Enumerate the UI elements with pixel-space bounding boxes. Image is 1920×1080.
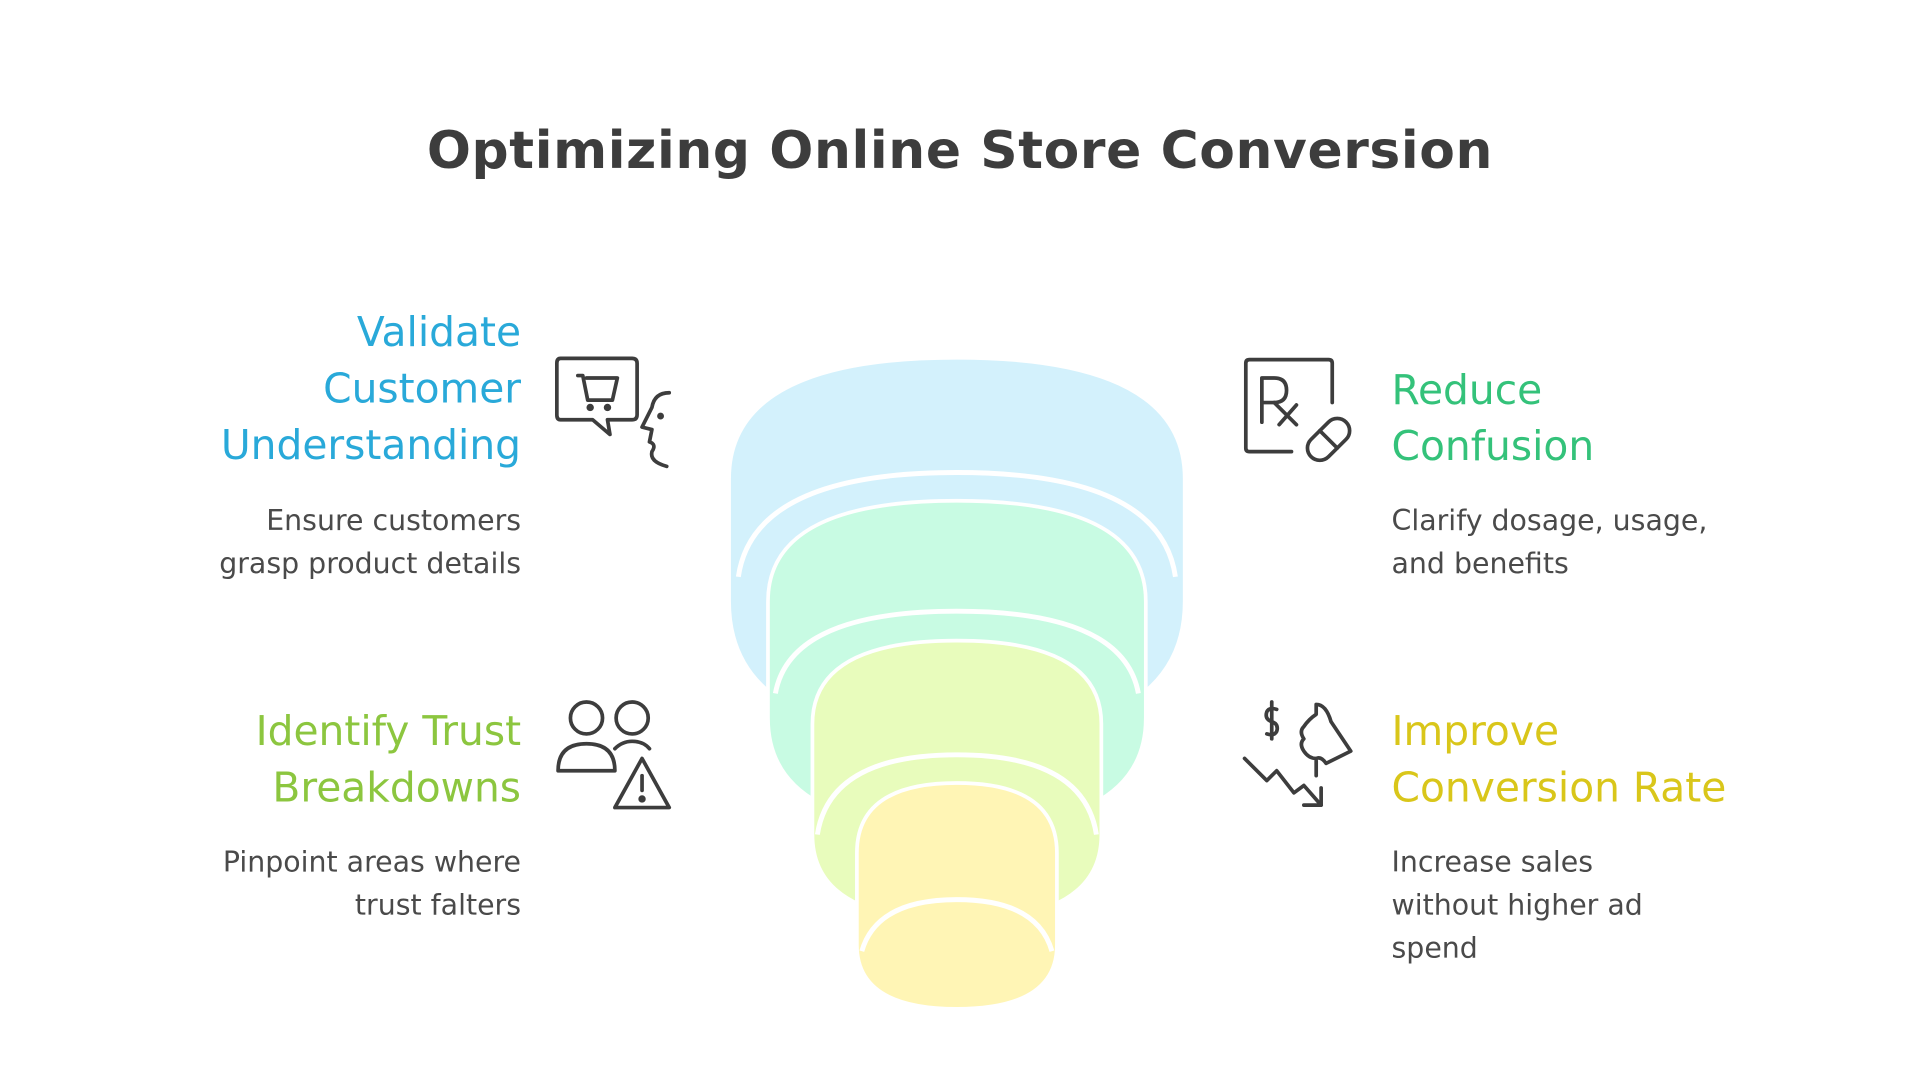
shopping-cart-speech-icon (553, 353, 676, 476)
description-line: trust falters (354, 889, 522, 922)
description-line: Increase sales (1391, 846, 1594, 879)
item-3-heading: Identify Trust Breakdowns (74, 703, 521, 816)
heading-line: Confusion (1391, 422, 1595, 471)
description-line: and benefits (1391, 548, 1569, 581)
description-line: spend (1391, 932, 1478, 965)
description-line: without higher ad (1391, 889, 1643, 922)
users-warning-icon (553, 695, 676, 818)
item-1-description: Ensure customers grasp product details (99, 501, 521, 587)
heading-line: Conversion Rate (1391, 763, 1727, 812)
heading-line: Validate (356, 308, 522, 356)
description-line: Pinpoint areas where (222, 846, 522, 879)
item-2-heading: Reduce Confusion (1392, 362, 1836, 475)
item-2-description: Clarify dosage, usage, and benefits (1392, 501, 1886, 587)
heading-line: Identify Trust (255, 706, 522, 755)
description-line: Ensure customers (266, 505, 522, 538)
funnel-layer-4 (814, 752, 1099, 1011)
item-4-description: Increase sales without higher ad spend (1392, 842, 1886, 971)
description-line: grasp product details (219, 548, 522, 581)
heading-line: Customer (323, 364, 522, 413)
heading-line: Breakdowns (272, 763, 522, 812)
heading-line: Improve (1391, 706, 1560, 755)
diagram-title: Optimizing Online Store Conversion (426, 120, 1494, 181)
item-1-heading: Validate Customer Understanding (123, 304, 521, 473)
heading-line: Understanding (220, 420, 522, 469)
item-4-heading: Improve Conversion Rate (1392, 703, 1886, 816)
heading-line: Reduce (1391, 365, 1543, 414)
prescription-pill-icon (1240, 353, 1363, 476)
dollar-decline-megaphone-icon (1240, 695, 1363, 818)
item-3-description: Pinpoint areas where trust falters (74, 842, 521, 928)
description-line: Clarify dosage, usage, (1391, 505, 1708, 538)
